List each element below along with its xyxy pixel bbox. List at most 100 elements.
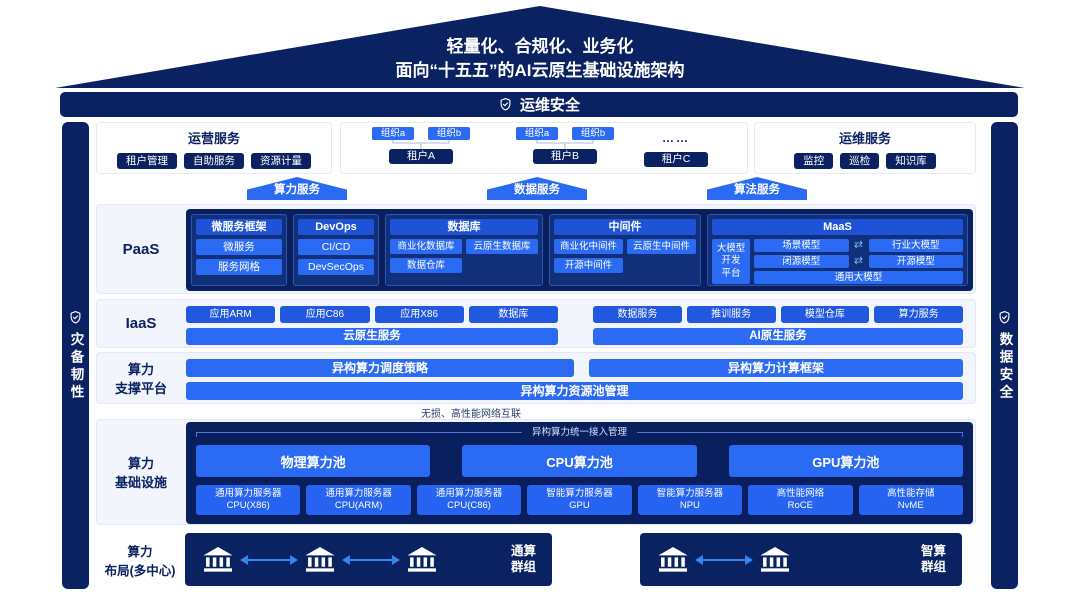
microservice-framework-title: 微服务框架 xyxy=(196,219,282,235)
server-name: 通用算力服务器 xyxy=(435,487,503,499)
org-b-chip: 组织b xyxy=(572,127,614,140)
compute-layout-label: 算力 布局(多中心) xyxy=(104,544,176,578)
datacenter-building-icon xyxy=(658,547,688,572)
datacenter-building-icon xyxy=(760,547,790,572)
gpu-pool: GPU算力池 xyxy=(728,445,963,477)
server-spec: CPU(C86) xyxy=(447,500,491,511)
data-security-rail: 数据安全 xyxy=(991,122,1018,589)
tenants-card: 组织a 组织b 租户A 组织a 组织b 租户B …… 租户C xyxy=(340,122,748,174)
swap-arrow-icon: ⇄ xyxy=(853,255,864,267)
cicd-item: CI/CD xyxy=(298,239,374,255)
database-group: 数据库 商业化数据库 云原生数据库 数据仓库 xyxy=(385,214,543,286)
server-spec: RoCE xyxy=(787,500,813,511)
operation-services-card: 运营服务 租户管理 自助服务 资源计量 xyxy=(96,122,332,174)
ai-native-service-bar: AI原生服务 xyxy=(593,328,963,345)
compute-service-arrow: 算力服务 xyxy=(247,177,347,200)
maas-group: MaaS 大模型 开发 平台 场景模型 ⇄ 行业大模型 闭源模型 ⇄ 开源模型 xyxy=(707,214,968,286)
server-spec: GPU xyxy=(569,500,590,511)
datacenter-building-icon xyxy=(407,547,437,572)
disaster-resilience-rail: 灾备韧性 xyxy=(62,122,89,589)
commercial-middleware-item: 商业化中间件 xyxy=(554,239,623,254)
algorithm-service-label: 算法服务 xyxy=(734,184,780,196)
physical-pool: 物理算力池 xyxy=(196,445,431,477)
iaas-row: IaaS 应用ARM 应用C86 应用X86 数据库 云原生服务 数据服务 推训… xyxy=(96,299,976,348)
server-node: 智能算力服务器 NPU xyxy=(637,485,743,515)
middleware-group: 中间件 商业化中间件 云原生中间件 开源中间件 xyxy=(549,214,701,286)
tenant-c-chip: 租户C xyxy=(644,152,708,167)
service-mesh-item: 服务网格 xyxy=(196,259,282,275)
model-repo-item: 模型仓库 xyxy=(780,306,870,323)
industry-model-item: 行业大模型 xyxy=(868,239,963,252)
server-node: 通用算力服务器 CPU(ARM) xyxy=(306,485,411,515)
swap-arrow-icon: ⇄ xyxy=(853,239,864,251)
compute-support-row: 算力 支撑平台 异构算力调度策略 异构算力计算框架 异构算力资源池管理 xyxy=(96,352,976,404)
closed-model-item: 闭源模型 xyxy=(754,255,849,268)
server-node: 高性能网络 RoCE xyxy=(748,485,853,515)
network-interconnect-note: 无损、高性能网络互联 xyxy=(421,409,521,420)
datacenter-building-icon xyxy=(305,547,335,572)
iaas-label: IaaS xyxy=(125,315,157,332)
data-warehouse-item: 数据仓库 xyxy=(390,258,462,273)
server-node: 智能算力服务器 GPU xyxy=(527,485,632,515)
tenant-management-chip: 租户管理 xyxy=(117,153,177,169)
cpu-pool: CPU算力池 xyxy=(462,445,697,477)
bidirectional-arrow-icon xyxy=(695,554,753,565)
cloudnative-service-bar: 云原生服务 xyxy=(186,328,558,345)
org-b-chip: 组织b xyxy=(428,127,470,140)
train-infer-service-item: 推训服务 xyxy=(686,306,776,323)
knowledge-base-chip: 知识库 xyxy=(886,153,936,169)
data-service-arrow: 数据服务 xyxy=(487,177,587,200)
paas-row: PaaS 微服务框架 微服务 服务网格 DevOps CI/CD DevSecO… xyxy=(96,204,976,294)
roof-title-line2: 面向“十五五”的AI云原生基础设施架构 xyxy=(395,61,685,80)
llm-dev-platform-item: 大模型 开发 平台 xyxy=(712,239,750,284)
microservice-item: 微服务 xyxy=(196,239,282,255)
hetero-resource-pool-mgmt-bar: 异构算力资源池管理 xyxy=(186,382,963,400)
data-service-label: 数据服务 xyxy=(514,184,560,196)
middleware-title: 中间件 xyxy=(554,219,696,235)
microservice-framework-group: 微服务框架 微服务 服务网格 xyxy=(191,214,287,286)
server-node: 通用算力服务器 CPU(C86) xyxy=(416,485,522,515)
general-model-item: 通用大模型 xyxy=(754,271,963,284)
intelligent-compute-group-box: 智算 群组 xyxy=(640,533,962,586)
tenant-ellipsis: …… xyxy=(662,131,690,145)
ai-native-cluster: 数据服务 推训服务 模型仓库 算力服务 AI原生服务 xyxy=(593,306,963,345)
devops-title: DevOps xyxy=(298,219,374,235)
org-connector xyxy=(536,140,594,149)
compute-support-label: 算力 支撑平台 xyxy=(114,362,167,396)
maintenance-services-items: 监控 巡检 知识库 xyxy=(755,153,975,169)
server-name: 智能算力服务器 xyxy=(656,487,724,499)
cloudnative-cluster: 应用ARM 应用C86 应用X86 数据库 云原生服务 xyxy=(186,306,558,345)
compute-service-item: 算力服务 xyxy=(874,306,963,323)
operation-services-items: 租户管理 自助服务 资源计量 xyxy=(97,153,331,169)
ops-security-label: 运维安全 xyxy=(519,97,580,114)
server-name: 高性能网络 xyxy=(776,487,825,499)
compute-infrastructure-label: 算力 基础设施 xyxy=(114,456,167,490)
bracket-line-right xyxy=(637,432,964,437)
general-compute-group-box: 通算 群组 xyxy=(185,533,552,586)
server-name: 通用算力服务器 xyxy=(214,487,282,499)
resource-metering-chip: 资源计量 xyxy=(251,153,311,169)
org-a-chip: 组织a xyxy=(372,127,414,140)
roof-title-line1: 轻量化、合规化、业务化 xyxy=(446,37,634,56)
tenant-b-chip: 租户B xyxy=(533,149,597,164)
tenant-group-a: 组织a 组织b 租户A xyxy=(369,127,473,164)
database-item: 数据库 xyxy=(468,306,558,323)
server-name: 智能算力服务器 xyxy=(546,487,613,499)
app-x86-item: 应用X86 xyxy=(374,306,464,323)
shield-check-icon xyxy=(999,310,1010,324)
compute-layout-row: 算力 布局(多中心) 通算 群组 智算 群组 xyxy=(96,531,976,588)
server-name: 高性能存储 xyxy=(886,487,935,499)
bidirectional-arrow-icon xyxy=(240,554,298,565)
compute-infrastructure-row: 算力 基础设施 异构算力统一接入管理 物理算力池 CPU算力池 GPU算力池 通… xyxy=(96,419,976,525)
tenant-group-b: 组织a 组织b 租户B xyxy=(513,127,617,164)
open-model-item: 开源模型 xyxy=(868,255,963,268)
server-spec: NvME xyxy=(897,500,924,511)
commercial-db-item: 商业化数据库 xyxy=(390,239,462,254)
maas-title: MaaS xyxy=(712,219,963,235)
services-row: 运营服务 租户管理 自助服务 资源计量 组织a 组织b 租户A 组织a 组织b xyxy=(96,122,976,174)
database-title: 数据库 xyxy=(390,219,538,235)
tenant-a-chip: 租户A xyxy=(389,149,453,164)
monitoring-chip: 监控 xyxy=(794,153,834,169)
compute-service-label: 算力服务 xyxy=(274,184,320,196)
